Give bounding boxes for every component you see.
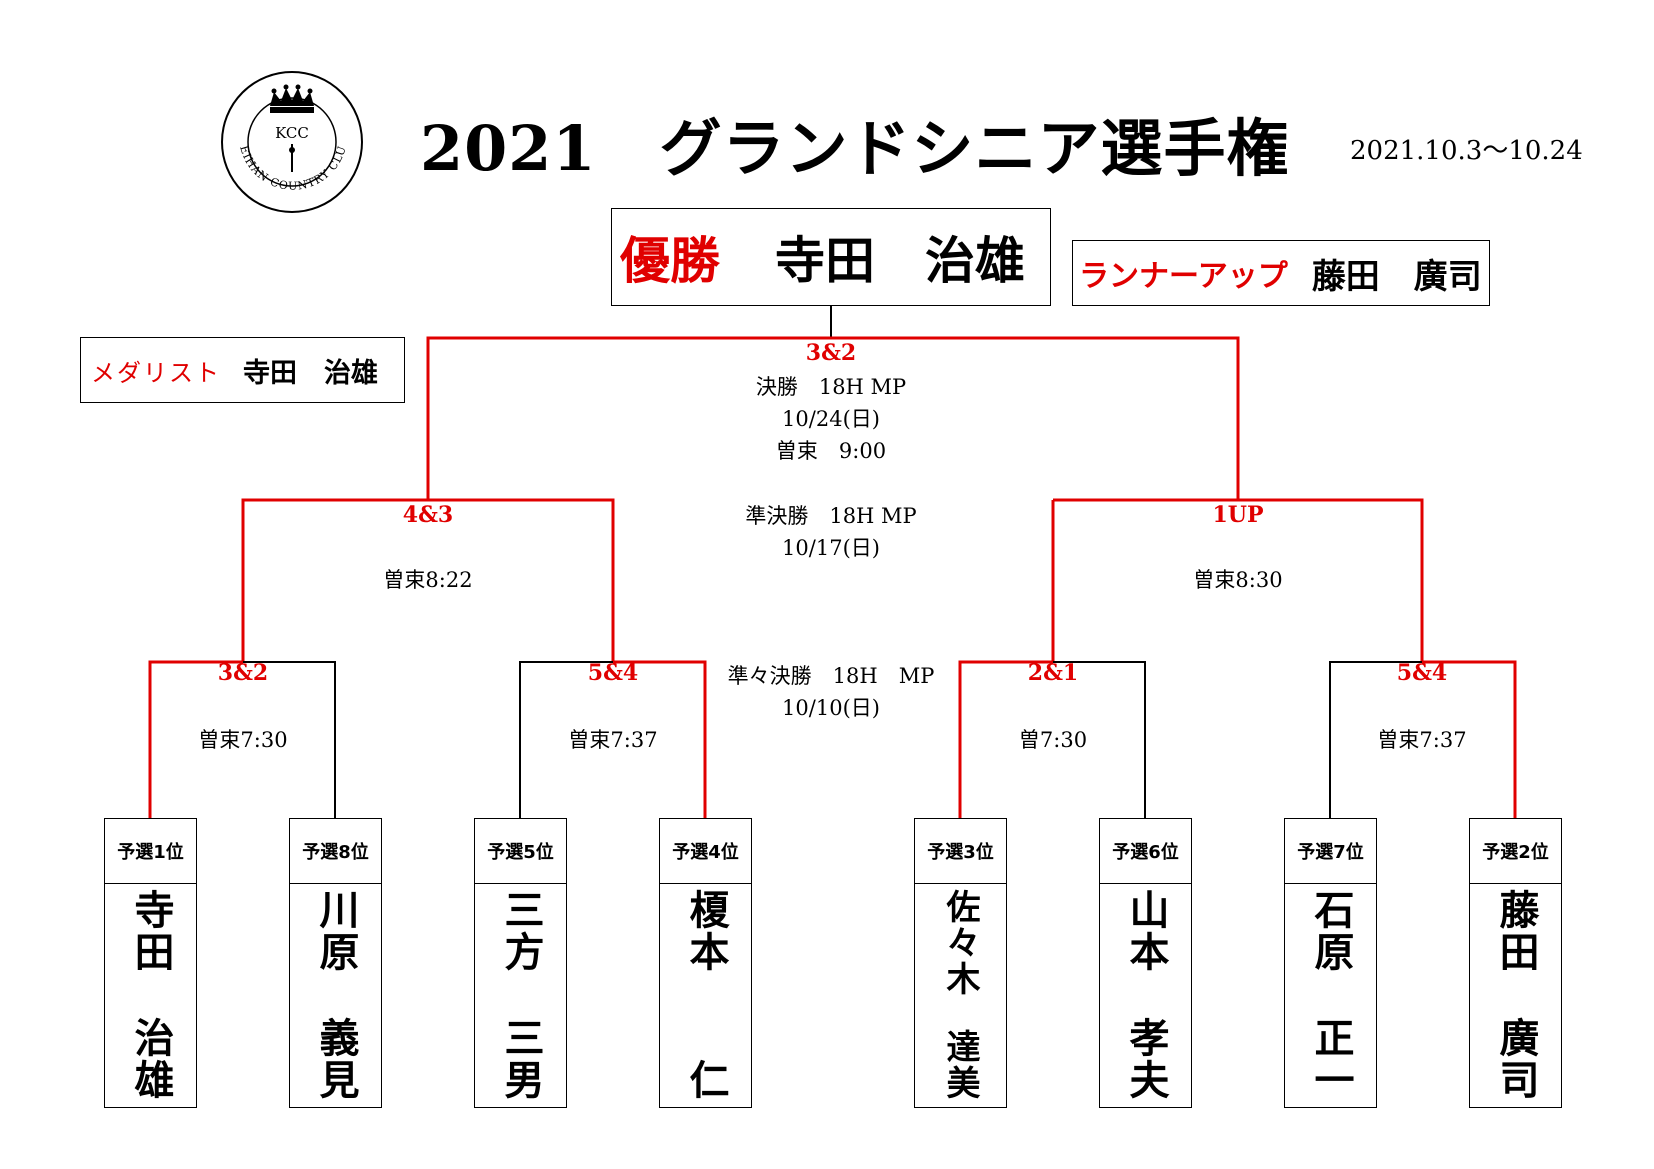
player-card: 予選6位 山本孝夫 — [1099, 818, 1192, 1108]
player-seed: 予選8位 — [290, 819, 381, 884]
semi2-right-line — [1238, 498, 1424, 662]
qf1-time: 曽束7:30 — [198, 728, 288, 752]
semi1-right-line — [428, 498, 615, 662]
final-round-label: 決勝 18H MP — [755, 375, 907, 399]
final-right-line — [831, 336, 1240, 500]
player-surname: 榎本 — [682, 889, 730, 973]
qf3-time: 曽7:30 — [1018, 728, 1088, 752]
qf3-right-line — [1053, 661, 1146, 818]
player-seed: 予選3位 — [915, 819, 1006, 884]
player-given-name: 三男 — [497, 1017, 545, 1101]
semifinal-date: 10/17(日) — [782, 536, 880, 560]
player-given-name: 治雄 — [127, 1017, 175, 1101]
semifinal-round-label: 準決勝 18H MP — [745, 504, 917, 528]
qf3-score: 2&1 — [1027, 660, 1079, 686]
player-card: 予選5位 三方三男 — [474, 818, 567, 1108]
qf4-right-line — [1422, 660, 1517, 818]
winner-name: 寺田 治雄 — [775, 231, 1025, 290]
runner-up-box: ランナーアップ 藤田 廣司 — [1072, 240, 1490, 306]
qf4-time: 曽束7:37 — [1377, 728, 1467, 752]
page-title: 2021 グランドシニア選手権 — [420, 112, 1290, 185]
tournament-dates: 2021.10.3～10.24 — [1350, 136, 1583, 166]
qf2-score: 5&4 — [587, 660, 639, 686]
qf2-right-line — [613, 660, 707, 818]
player-given-name: 義見 — [312, 1017, 360, 1101]
player-surname: 佐々木 — [940, 889, 980, 997]
medalist-box: メダリスト 寺田 治雄 — [80, 337, 405, 403]
medalist-name: 寺田 治雄 — [243, 357, 378, 389]
player-surname: 寺田 — [127, 889, 175, 973]
crown-icon — [270, 84, 314, 113]
player-surname: 三方 — [497, 889, 545, 973]
player-seed: 予選2位 — [1470, 819, 1561, 884]
qf3-left-line — [958, 660, 1053, 818]
qf2-left-line — [519, 661, 613, 818]
runner-up-label: ランナーアップ — [1079, 259, 1288, 294]
qf1-left-line — [148, 660, 243, 818]
player-surname: 川原 — [312, 889, 360, 973]
qf2-time: 曽束7:37 — [568, 728, 658, 752]
runner-up-name: 藤田 廣司 — [1311, 256, 1482, 297]
player-surname: 藤田 — [1492, 889, 1540, 973]
player-card: 予選2位 藤田廣司 — [1469, 818, 1562, 1108]
semi1-left-line — [241, 498, 428, 662]
player-given-name: 正一 — [1307, 1017, 1355, 1101]
player-given-name: 廣司 — [1492, 1017, 1540, 1101]
final-left-line — [426, 336, 831, 500]
player-seed: 予選1位 — [105, 819, 196, 884]
final-date: 10/24(日) — [782, 407, 880, 431]
semi2-score: 1UP — [1212, 502, 1264, 528]
semi1-time: 曽束8:22 — [383, 568, 473, 592]
final-score: 3&2 — [805, 340, 857, 366]
player-card: 予選1位 寺田治雄 — [104, 818, 197, 1108]
player-seed: 予選5位 — [475, 819, 566, 884]
winner-label: 優勝 — [620, 231, 720, 290]
player-card: 予選8位 川原義見 — [289, 818, 382, 1108]
player-surname: 石原 — [1307, 889, 1355, 973]
player-card: 予選4位 榎本仁 — [659, 818, 752, 1108]
medalist-label: メダリスト — [91, 358, 221, 387]
semi1-score: 4&3 — [402, 502, 454, 528]
quarterfinal-round-label: 準々決勝 18H MP — [727, 664, 935, 688]
club-logo: KCC KEIHAN COUNTRY CLUB — [218, 68, 363, 213]
player-card: 予選7位 石原正一 — [1284, 818, 1377, 1108]
qf4-left-line — [1329, 661, 1422, 818]
qf4-score: 5&4 — [1396, 660, 1448, 686]
final-time: 曽束 9:00 — [775, 439, 887, 463]
player-seed: 予選4位 — [660, 819, 751, 884]
player-seed: 予選7位 — [1285, 819, 1376, 884]
player-card: 予選3位 佐々木達美 — [914, 818, 1007, 1108]
player-given-name: 孝夫 — [1122, 1017, 1170, 1101]
qf1-right-line — [243, 661, 336, 818]
winner-box: 優勝 寺田 治雄 — [611, 208, 1051, 306]
logo-initials: KCC — [275, 124, 309, 142]
player-seed: 予選6位 — [1100, 819, 1191, 884]
quarterfinal-date: 10/10(日) — [782, 696, 880, 720]
qf1-score: 3&2 — [217, 660, 269, 686]
player-given-name: 達美 — [940, 1029, 980, 1101]
player-given-name: 仁 — [682, 1059, 730, 1101]
semi2-time: 曽束8:30 — [1193, 568, 1283, 592]
player-surname: 山本 — [1122, 889, 1170, 973]
